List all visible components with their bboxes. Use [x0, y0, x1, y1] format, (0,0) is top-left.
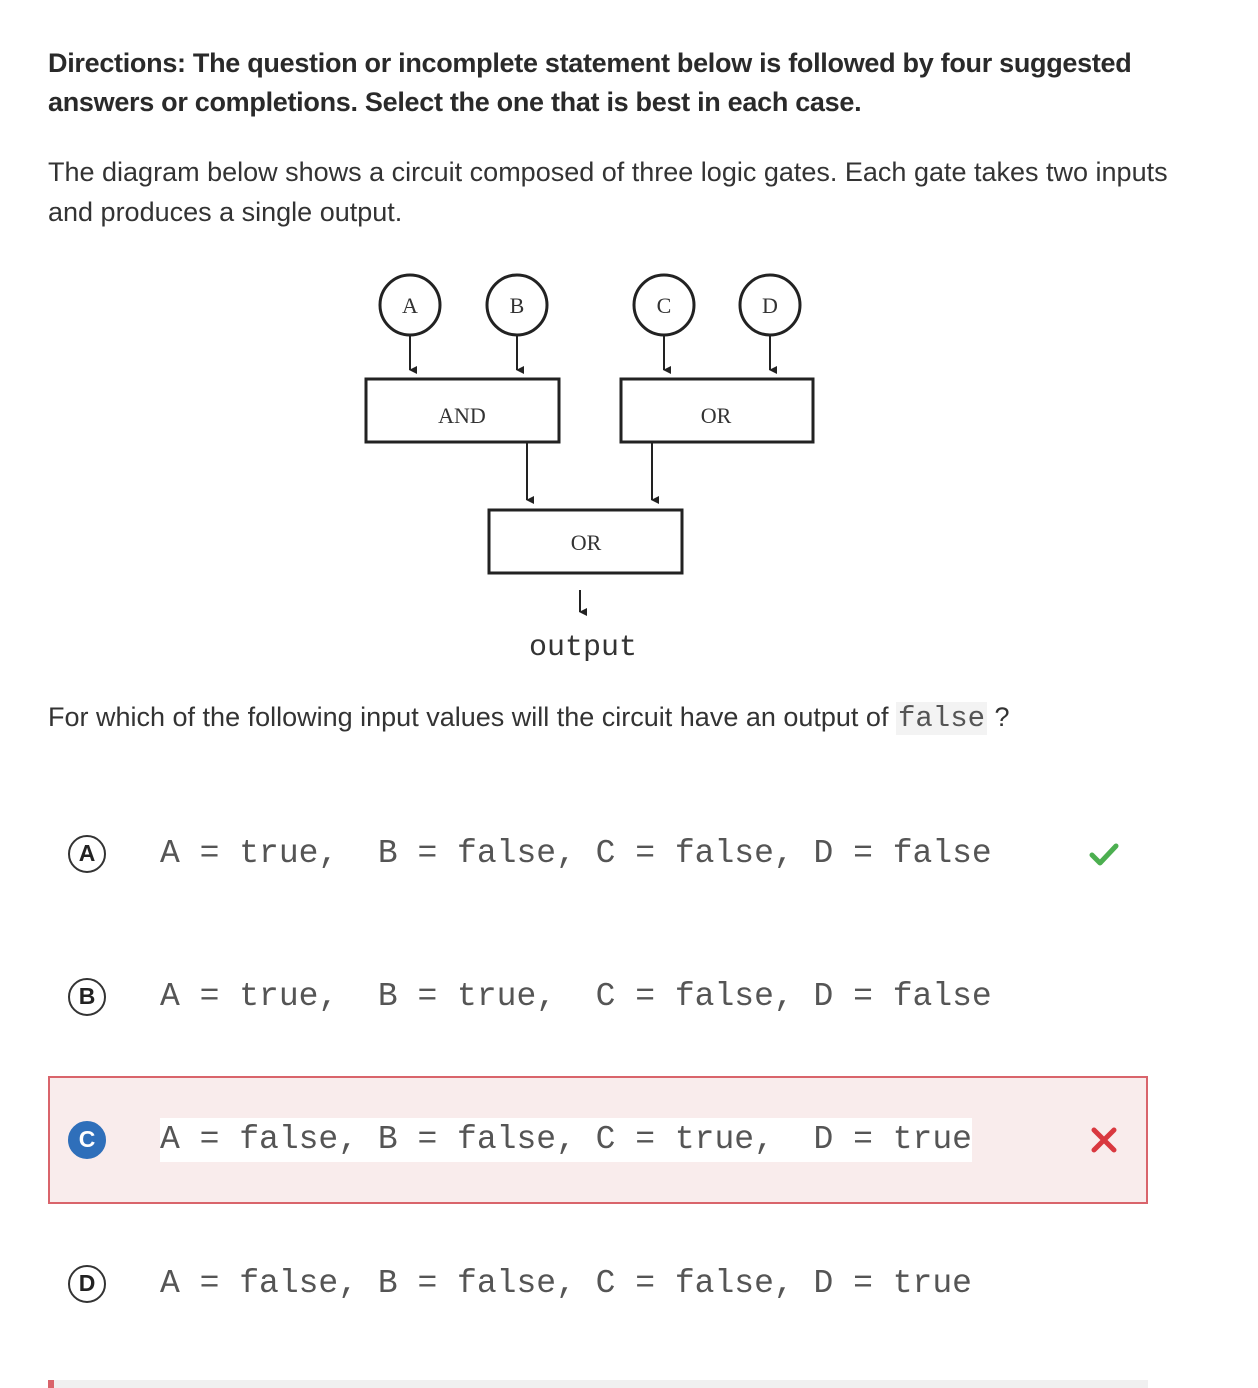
or-gate-top-label: OR [701, 403, 732, 428]
question-text: For which of the following input values … [48, 697, 1010, 739]
choice-d-text: A = false, B = false, C = false, D = tru… [160, 1265, 972, 1302]
input-node-c: C [632, 273, 696, 337]
input-node-a: A [378, 273, 442, 337]
directions-text: Directions: The question or incomplete s… [48, 48, 1132, 117]
choice-b-text: A = true, B = true, C = false, D = false [160, 978, 992, 1015]
choice-c-text: A = false, B = false, C = true, D = true [160, 1118, 972, 1162]
or-gate-bottom: OR [487, 508, 684, 575]
input-label-b: B [510, 293, 525, 318]
input-label-c: C [657, 293, 672, 318]
question-suffix: ? [994, 702, 1010, 732]
and-gate: AND [364, 377, 561, 444]
choice-d[interactable]: D A = false, B = false, C = false, D = t… [48, 1220, 1148, 1348]
question-prefix: For which of the following input values … [48, 702, 889, 732]
choice-d-letter[interactable]: D [68, 1265, 106, 1303]
question-code-false: false [895, 702, 987, 735]
choice-c[interactable]: C A = false, B = false, C = true, D = tr… [48, 1076, 1148, 1204]
input-label-d: D [762, 293, 778, 318]
choice-b-letter[interactable]: B [68, 978, 106, 1016]
input-node-b: B [485, 273, 549, 337]
or-gate-top: OR [619, 377, 815, 444]
output-label: output [529, 631, 637, 665]
input-node-d: D [738, 273, 802, 337]
bottom-divider [48, 1380, 1148, 1388]
bottom-divider-accent [48, 1380, 54, 1388]
logic-circuit-diagram: A B C D AND [364, 273, 815, 665]
question-stem: The diagram below shows a circuit compos… [48, 157, 1168, 227]
choice-a-text: A = true, B = false, C = false, D = fals… [160, 835, 992, 872]
choice-b[interactable]: B A = true, B = true, C = false, D = fal… [48, 933, 1148, 1061]
and-gate-label: AND [438, 403, 486, 428]
choice-a[interactable]: A A = true, B = false, C = false, D = fa… [48, 790, 1148, 918]
input-label-a: A [402, 293, 418, 318]
or-gate-bottom-label: OR [571, 530, 602, 555]
choice-a-letter[interactable]: A [68, 835, 106, 873]
choice-c-letter[interactable]: C [68, 1121, 106, 1159]
check-icon [1089, 843, 1119, 866]
x-icon [1091, 1127, 1117, 1153]
